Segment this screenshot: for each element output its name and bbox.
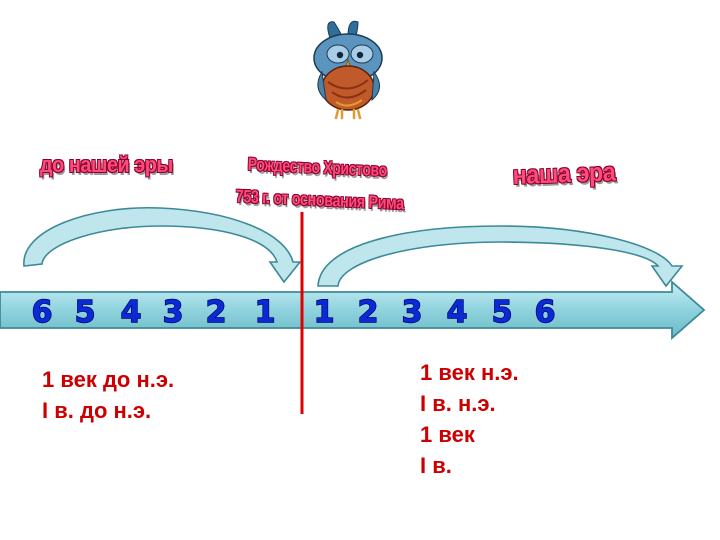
ad-number-6: 6 — [535, 295, 556, 330]
ad-number-5: 5 — [492, 295, 513, 330]
bc-number-6: 6 — [32, 295, 53, 330]
ad-number-2: 2 — [358, 295, 379, 330]
timeline-axis — [0, 280, 706, 340]
bc-number-4: 4 — [121, 295, 142, 330]
curved-arrow-ad — [317, 225, 684, 288]
ad-century-caption: 1 век н.э. I в. н.э. 1 век I в. — [420, 357, 519, 481]
caption-line: I в. — [420, 453, 452, 478]
bc-number-3: 3 — [163, 295, 184, 330]
owl-icon — [313, 20, 383, 120]
ad-number-1: 1 — [314, 295, 335, 330]
bc-number-5: 5 — [75, 295, 96, 330]
caption-line: I в. н.э. — [420, 391, 496, 416]
bc-era-label: до нашей эры — [40, 152, 173, 177]
ad-era-label: наша эра — [512, 156, 616, 190]
curved-arrow-bc — [23, 206, 302, 284]
ad-number-4: 4 — [447, 295, 468, 330]
ad-number-3: 3 — [402, 295, 423, 330]
bc-number-2: 2 — [206, 295, 227, 330]
caption-line: 1 век н.э. — [420, 360, 519, 385]
bc-number-1: 1 — [255, 295, 276, 330]
caption-line: 1 век — [420, 422, 475, 447]
bc-century-caption: 1 век до н.э. I в. до н.э. — [42, 364, 174, 426]
caption-line: 1 век до н.э. — [42, 367, 175, 392]
caption-line: I в. до н.э. — [42, 398, 152, 423]
